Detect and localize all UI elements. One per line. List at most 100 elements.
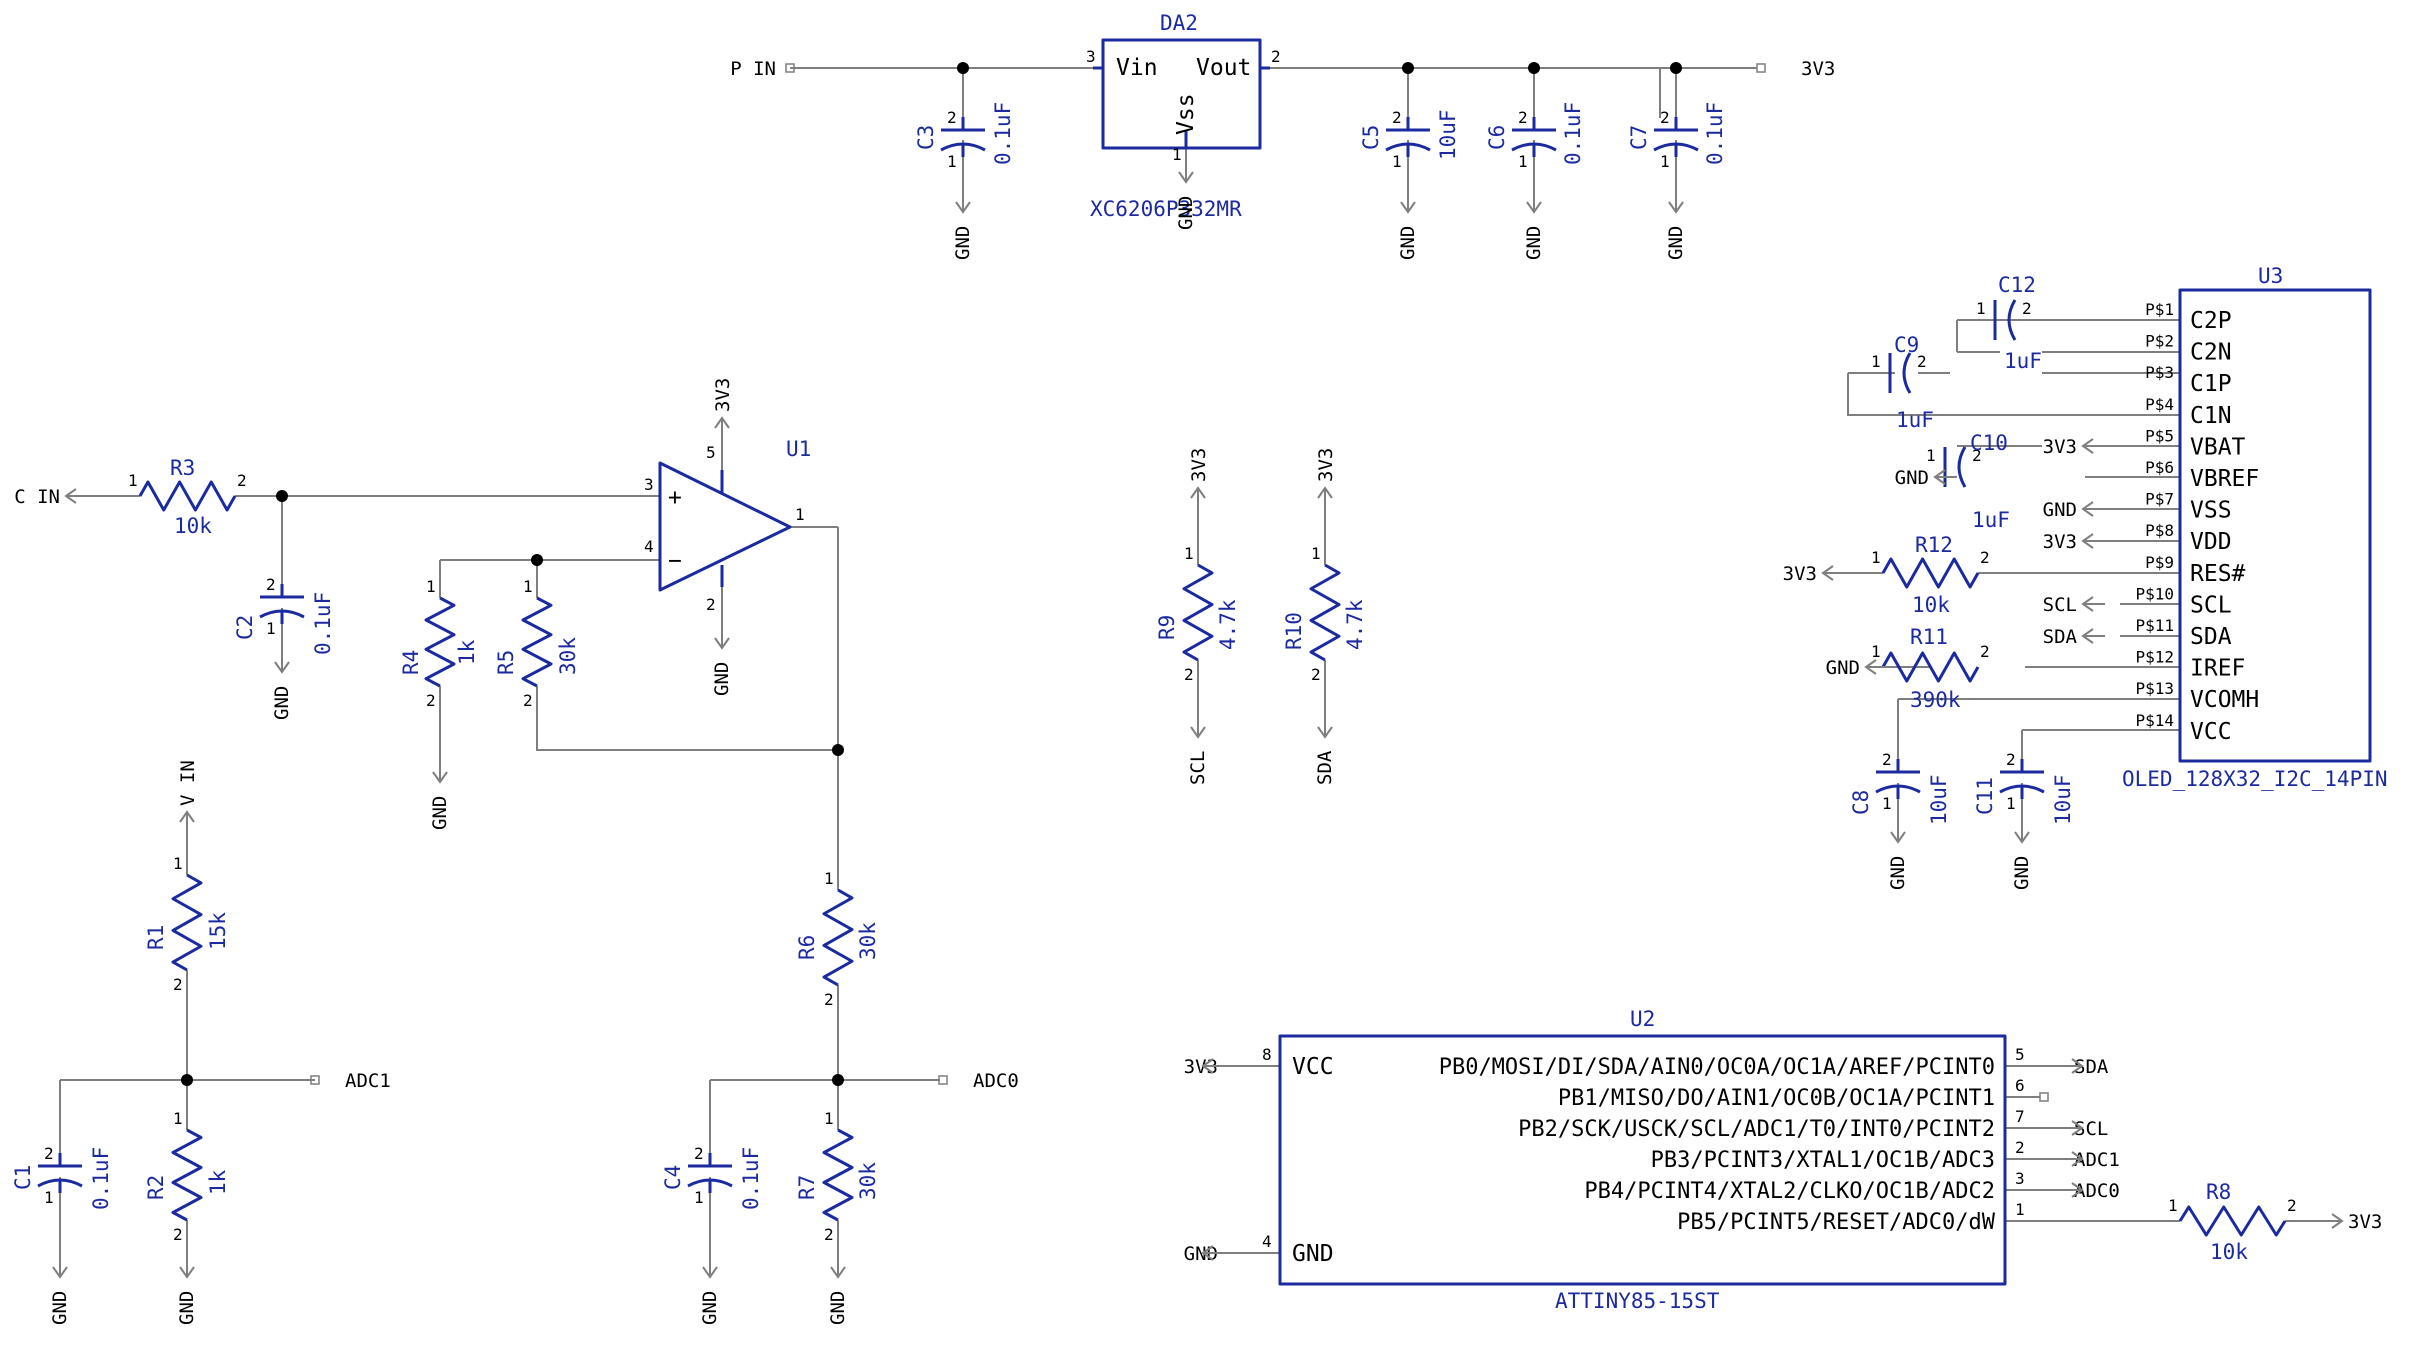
u2-net-adc1: ADC1	[2074, 1149, 2120, 1171]
gnd-c4: GND	[699, 1255, 721, 1325]
value-r2: 1k	[206, 1169, 230, 1195]
da2-pin-num-vout: 2	[1271, 47, 1281, 66]
wires	[59, 67, 2320, 1255]
u3-pin-res-n: RES#	[2190, 561, 2246, 587]
port-adc0-label: ADC0	[973, 1070, 1019, 1092]
gnd-label: GND	[429, 796, 451, 830]
opamp-ref: U1	[786, 437, 811, 461]
pin-1-label: 1	[1184, 544, 1194, 563]
ref-r7: R7	[795, 1175, 819, 1200]
gnd-label: GND	[1175, 196, 1197, 230]
da2-pin-vout: Vout	[1196, 55, 1251, 81]
u2-pin-num-1: 1	[2015, 1200, 2025, 1219]
pin-1-label: 1	[694, 1188, 704, 1207]
u3-vss-gnd: GND	[2043, 499, 2105, 521]
u3-vdd-3v3-label: 3V3	[2043, 531, 2077, 553]
pin-2-label: 2	[1882, 750, 1892, 769]
u2-adc1-arrow	[2060, 1151, 2084, 1167]
value-r7: 30k	[856, 1162, 880, 1200]
port-adc0: ADC0	[938, 1070, 1019, 1092]
u2-pin-pb1: PB1/MISO/DO/AIN1/OC0B/OC1A/PCINT1	[1558, 1086, 1995, 1111]
pin-2-label: 2	[1518, 108, 1528, 127]
port-v-in-label: V IN	[177, 760, 199, 806]
u3-pad-11: P$11	[2135, 616, 2174, 635]
pin-2-label: 2	[1392, 108, 1402, 127]
da2-ref: DA2	[1160, 11, 1198, 35]
da2-pin-vss: Vss	[1173, 93, 1199, 135]
opamp-u1: + − U1 3 4 1 5 2	[644, 437, 811, 614]
port-v-in: V IN	[177, 760, 199, 834]
value-r11: 390k	[1910, 688, 1961, 712]
pin-1-label: 1	[1392, 152, 1402, 171]
da2-pin-num-vss: 1	[1172, 145, 1182, 164]
u3-pin-vbref: VBREF	[2190, 466, 2259, 492]
opamp-pin-vcc: 5	[706, 443, 716, 462]
u2-net-adc0: ADC0	[2074, 1180, 2120, 1202]
u2-pin-num-3: 3	[2015, 1169, 2025, 1188]
u3-pad-4: P$4	[2145, 395, 2174, 414]
gnd-label: GND	[699, 1291, 721, 1325]
u3-scl: SCL	[2043, 594, 2105, 616]
pin-2-label: 2	[1972, 446, 1982, 465]
gnd-label: GND	[2011, 856, 2033, 890]
opamp-minus: −	[668, 548, 682, 574]
net-scl-r9: SCL	[1187, 715, 1209, 785]
u3-ref: U3	[2258, 264, 2283, 288]
value-r9: 4.7k	[1216, 599, 1240, 650]
vcc-r9-label: 3V3	[1188, 448, 1210, 482]
u3-pad-13: P$13	[2135, 679, 2174, 698]
pin-1-label: 1	[128, 471, 138, 490]
junction-dots	[181, 62, 1682, 1086]
value-c4: 0.1uF	[739, 1147, 763, 1210]
u3-iref-gnd-label: GND	[1826, 657, 1860, 679]
pin-2-label: 2	[2022, 299, 2032, 318]
u3-res-3v3: 3V3	[1783, 563, 1845, 585]
regulator-da2: DA2 Vin Vout Vss 3 2 1 XC6206P332MR	[1086, 11, 1281, 221]
pin-2-label: 2	[1980, 642, 1990, 661]
u2-pin-num-6: 6	[2015, 1076, 2025, 1095]
ref-r9: R9	[1155, 615, 1179, 640]
pin-2-label: 2	[173, 1225, 183, 1244]
port-p-in-label: P IN	[730, 58, 776, 80]
u2-pin-pb4: PB4/PCINT4/XTAL2/CLKO/OC1B/ADC2	[1584, 1179, 1995, 1204]
port-c-in-label: C IN	[14, 486, 60, 508]
port-3v3-out-label: 3V3	[1801, 58, 1835, 80]
value-c10: 1uF	[1972, 508, 2010, 532]
vcc-u1-label: 3V3	[712, 378, 734, 412]
gnd-label: GND	[1523, 226, 1545, 260]
u3-pin-vbat: VBAT	[2190, 434, 2246, 460]
pin-1-label: 1	[523, 577, 533, 596]
pin-2-label: 2	[824, 1225, 834, 1244]
pin-1-label: 1	[824, 1109, 834, 1128]
pin-1-label: 1	[1518, 152, 1528, 171]
u2-net-sda: SDA	[2074, 1056, 2109, 1078]
u2-pin-num-8: 8	[1262, 1045, 1272, 1064]
gnd-c8: GND	[1887, 820, 1909, 890]
net-scl-r9-label: SCL	[1187, 751, 1209, 785]
opamp-pin-plus: 3	[644, 475, 654, 494]
u2-pin-pb5: PB5/PCINT5/RESET/ADC0/dW	[1677, 1210, 1996, 1235]
pin-1-label: 1	[1871, 548, 1881, 567]
u3-pin-vcc: VCC	[2190, 719, 2232, 745]
u3-c10-gnd-label: GND	[1895, 467, 1929, 489]
value-r3: 10k	[174, 514, 212, 538]
u2-net-scl: SCL	[2074, 1118, 2108, 1140]
u3-pin-sda: SDA	[2190, 624, 2232, 650]
pin-1-label: 1	[173, 1109, 183, 1128]
gnd-label: GND	[176, 1291, 198, 1325]
port-3v3-out: 3V3	[1756, 58, 1835, 80]
value-r4: 1k	[455, 639, 479, 665]
